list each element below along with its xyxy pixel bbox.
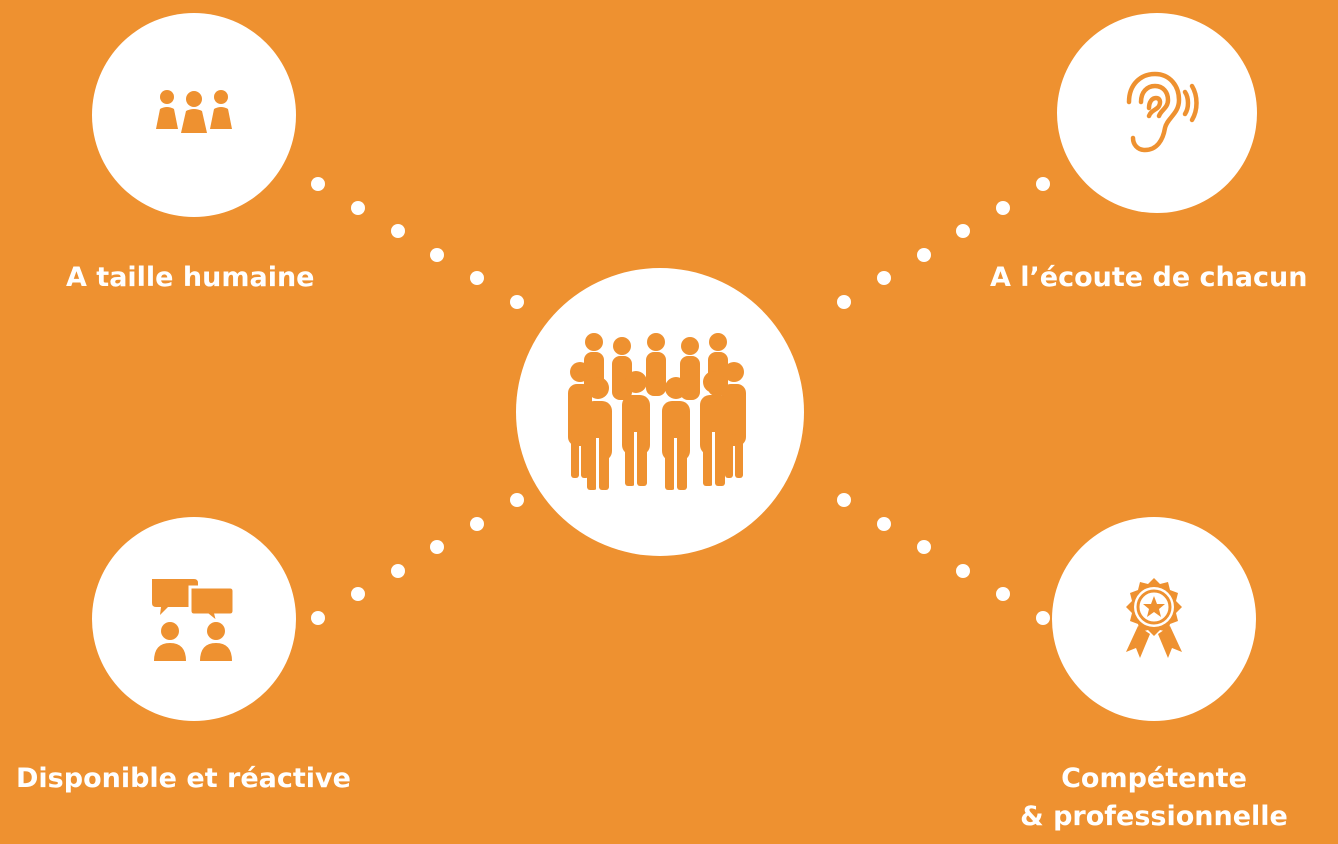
connector-dot-bottom-left [350,587,365,602]
ear-icon [1115,68,1199,158]
connector-dot-top-left [470,271,485,286]
node-top-right [1057,13,1257,213]
connector-dot-bottom-left [390,563,405,578]
connector-dot-bottom-right [1036,611,1050,625]
connector-dot-top-left [350,200,365,215]
connector-dot-bottom-right [916,540,931,555]
label-bottom-right-line2: & professionnelle [1020,801,1288,832]
connector-dot-top-left [311,177,325,191]
label-top-left: A taille humaine [66,262,315,293]
connector-dot-top-left [390,224,405,239]
connector-dot-top-left [430,247,445,262]
label-top-right: A l’écoute de chacun [990,262,1308,293]
connector-dot-top-right [876,271,891,286]
connector-dot-bottom-left [311,611,325,625]
connector-dot-top-right [837,295,851,309]
connector-dot-bottom-right [956,563,971,578]
label-bottom-right: Compétente & professionnelle [1004,760,1304,836]
connector-dot-bottom-left [430,540,445,555]
node-center [516,268,804,556]
connector-dot-bottom-left [510,493,524,507]
connector-dot-top-right [916,247,931,262]
connector-dot-bottom-right [837,493,851,507]
node-bottom-right [1052,517,1256,721]
connector-dot-top-left [510,295,524,309]
node-bottom-left [92,517,296,721]
conversation-icon [146,573,242,665]
connector-dot-bottom-right [876,516,891,531]
label-bottom-right-line1: Compétente [1061,763,1247,794]
group-icon [151,83,237,147]
label-bottom-left: Disponible et réactive [16,763,351,794]
connector-dot-top-right [1036,177,1050,191]
crowd-icon [560,332,760,492]
connector-dot-top-right [956,224,971,239]
connector-dot-bottom-left [470,516,485,531]
node-top-left [92,13,296,217]
award-badge-icon [1118,576,1190,662]
connector-dot-bottom-right [996,587,1011,602]
connector-dot-top-right [996,200,1011,215]
